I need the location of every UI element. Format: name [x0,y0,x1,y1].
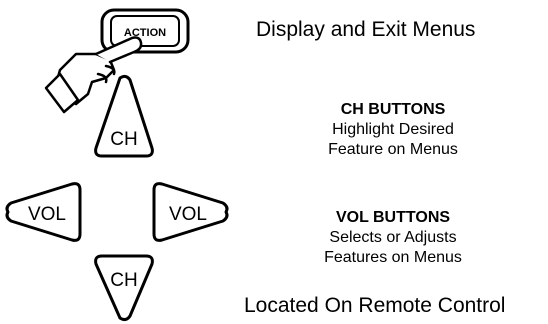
ch-down-label: CH [110,270,137,291]
footer-caption: Located On Remote Control [244,294,506,317]
ch-caption-heading: CH BUTTONS [340,101,446,118]
ch-up-button[interactable]: CH [94,74,154,158]
vol-left-label: VOL [28,204,66,225]
vol-caption-line1: Selects or Adjusts [329,229,457,246]
ch-caption-line2: Feature on Menus [328,141,458,158]
action-button-label: ACTION [124,27,166,39]
ch-caption-line1: Highlight Desired [332,121,454,138]
vol-left-button[interactable]: VOL [5,182,82,242]
vol-caption-line2: Features on Menus [324,249,462,266]
vol-right-button[interactable]: VOL [152,182,229,242]
vol-caption-heading: VOL BUTTONS [335,209,451,226]
ch-up-label: CH [110,129,137,150]
vol-caption: VOL BUTTONS Selects or Adjusts Features … [310,208,476,268]
ch-caption: CH BUTTONS Highlight Desired Feature on … [318,100,468,160]
pointing-hand-icon [44,36,143,114]
ch-down-button[interactable]: CH [94,254,154,322]
action-caption: Display and Exit Menus [256,18,476,41]
vol-right-label: VOL [169,204,207,225]
